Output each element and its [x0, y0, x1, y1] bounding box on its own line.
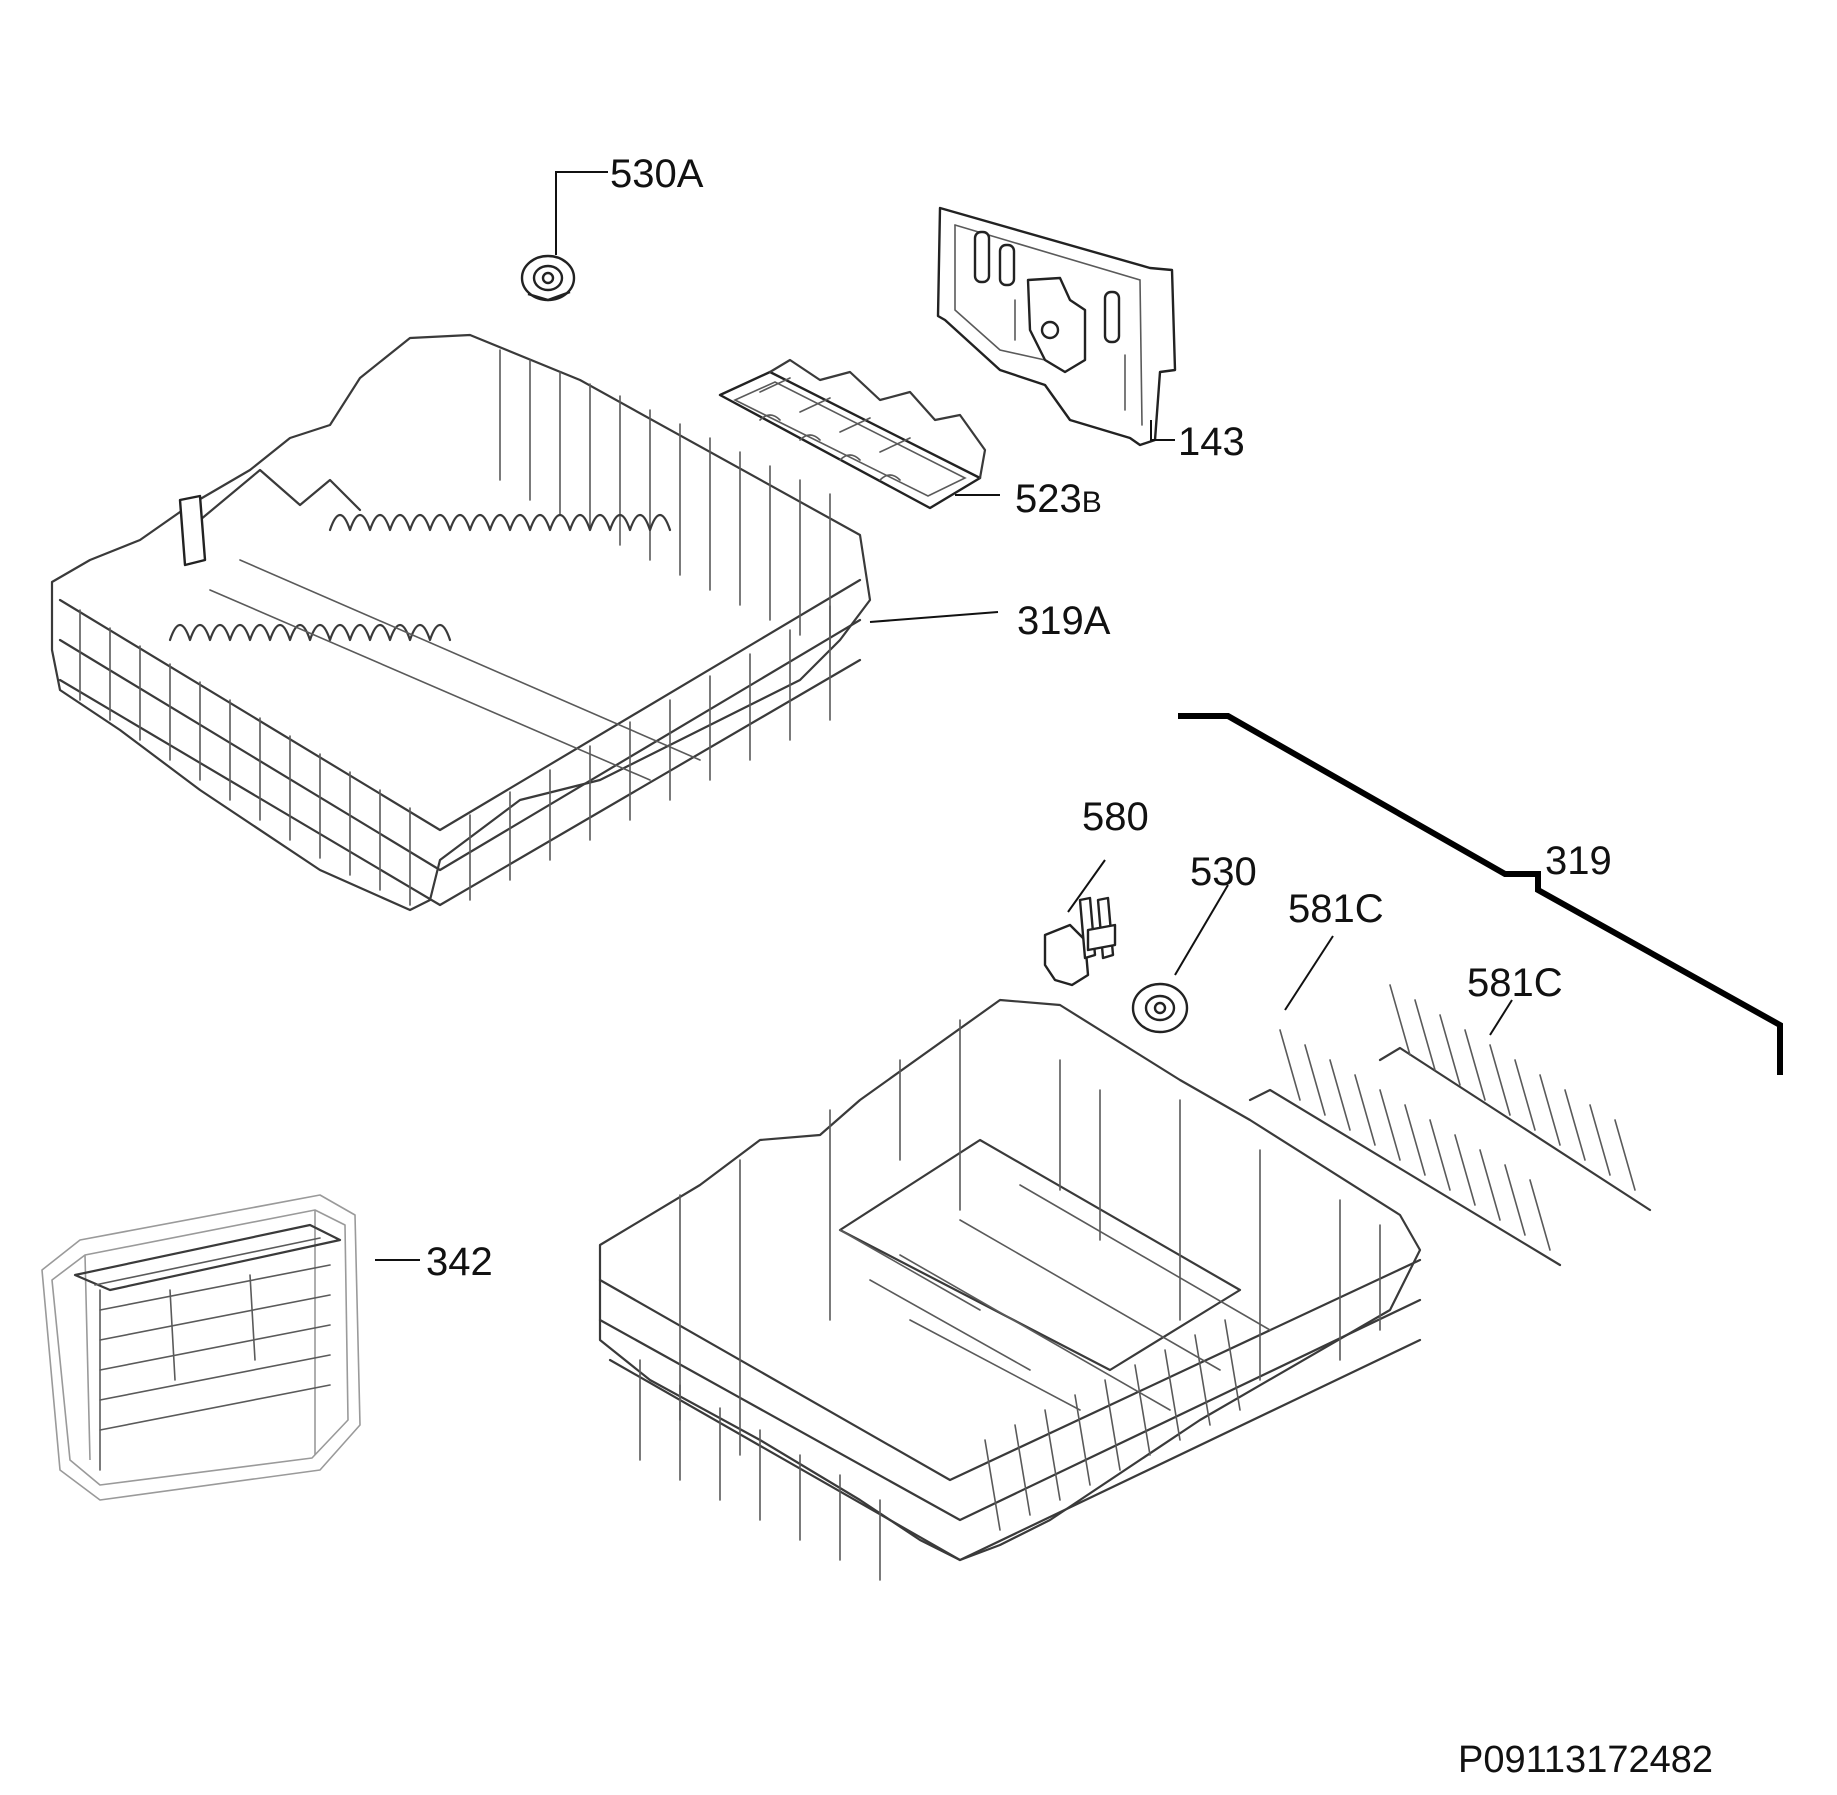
document-id: P09113172482 [1458, 1739, 1713, 1781]
leader-581c-a [1284, 935, 1334, 1011]
leader-580 [1067, 859, 1106, 913]
wheel-530a [520, 254, 576, 302]
leader-530 [1174, 884, 1229, 976]
cutlery-basket-342 [41, 1194, 361, 1501]
leader-319 [1178, 713, 1783, 1075]
label-530: 530 [1190, 850, 1257, 894]
upper-basket-319a [50, 333, 872, 912]
label-319: 319 [1545, 839, 1612, 883]
lower-basket-319 [598, 998, 1422, 1581]
bracket-143 [936, 206, 1177, 447]
label-530a: 530A [610, 152, 704, 196]
leader-319a [869, 611, 999, 623]
label-581c-b: 581C [1467, 961, 1563, 1005]
label-581c-a: 581C [1288, 887, 1384, 931]
leader-581c-b [1489, 999, 1513, 1036]
label-342: 342 [426, 1240, 493, 1284]
label-523b-suffix: B [1082, 486, 1102, 519]
label-580: 580 [1082, 795, 1149, 839]
label-523b-number: 523 [1015, 477, 1082, 521]
label-523b: 523B [1015, 477, 1102, 521]
clip-580 [1043, 896, 1117, 987]
wheel-530 [1131, 982, 1189, 1034]
part-labels: 530A 143 523B 319A 580 530 319 581C 581C… [426, 152, 1713, 1781]
leader-lines [375, 171, 1783, 1261]
tine-rack-581c-right [1378, 984, 1652, 1212]
label-319a: 319A [1017, 599, 1111, 643]
label-143: 143 [1178, 420, 1245, 464]
leader-530a [555, 171, 608, 255]
holder-523b [718, 358, 987, 510]
tine-rack-581c-left [1248, 1029, 1562, 1267]
